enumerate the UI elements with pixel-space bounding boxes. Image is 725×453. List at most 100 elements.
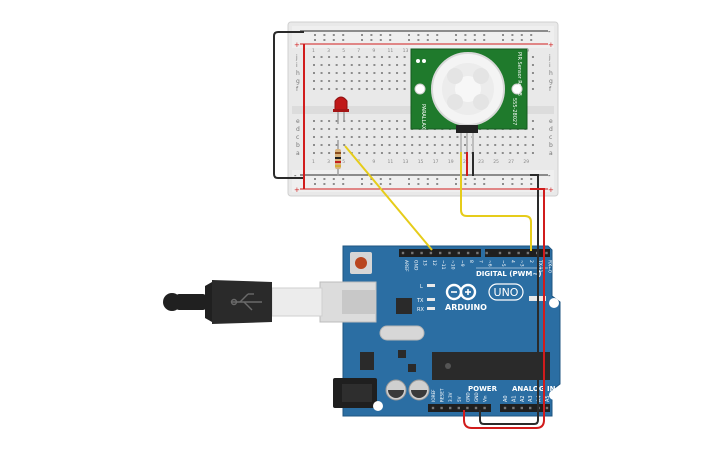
mounting-hole-icon: [549, 298, 559, 308]
row-letter: f: [549, 86, 552, 93]
arduino-logo-icon: [445, 283, 477, 301]
wire-5v-to-rail[interactable]: [463, 188, 545, 429]
analog-pin-label: A1: [511, 395, 517, 402]
top-pin-label: GND: [412, 260, 418, 271]
rail-minus-label-right-bottom: -: [548, 172, 551, 180]
wire-pir-signal-to-pin2[interactable]: [460, 152, 532, 251]
column-number: 11: [388, 48, 394, 54]
analog-pin-label: A0: [503, 395, 509, 402]
usb-cable[interactable]: [163, 280, 323, 324]
top-pin-label: ~5: [500, 260, 506, 267]
column-number: 9: [372, 48, 375, 54]
row-letter: e: [549, 118, 553, 125]
rail-minus-label-bottom: -: [294, 172, 297, 180]
pir-part-number: 555-28027: [511, 98, 517, 125]
rail-plus-label-right: +: [548, 41, 554, 49]
top-pin-label: ~11: [440, 260, 446, 270]
top-pin-label: 8: [468, 260, 474, 263]
rail-minus-label-right: -: [548, 28, 551, 36]
usb-symbol-icon: [230, 293, 262, 311]
reset-button-cap[interactable]: [355, 257, 367, 269]
top-pin-label: 12: [431, 260, 437, 266]
column-number: 5: [342, 159, 345, 165]
rail-plus-label-right-bottom: +: [548, 186, 554, 194]
column-number: 13: [403, 159, 409, 165]
power-pin-label: Vin: [483, 395, 488, 402]
power-pin-label: RESET: [440, 388, 445, 402]
pir-brand-label: PARALLAX: [420, 104, 426, 130]
row-letter: g: [549, 78, 553, 85]
analog-label: ANALOG IN: [512, 385, 556, 393]
column-number: 19: [448, 159, 454, 165]
rail-plus-label: +: [294, 41, 300, 49]
row-letter: c: [296, 134, 299, 141]
analog-pin-label: A3: [528, 395, 534, 402]
analog-header[interactable]: [500, 404, 550, 412]
row-letter: a: [296, 150, 300, 157]
column-number: 1: [312, 48, 315, 54]
power-pin-label: 5V: [457, 396, 462, 402]
top-pin-label: ~9: [459, 260, 465, 267]
column-number: 7: [357, 48, 360, 54]
pir-sensor[interactable]: PARALLAX PIR Sensor Rev. B 555-28027: [410, 48, 528, 152]
top-pin-label: 13: [422, 260, 428, 266]
wire-gnd-to-rail[interactable]: [479, 250, 539, 425]
row-letter: i: [296, 62, 298, 69]
tx-led: [427, 298, 435, 301]
top-pin-label: AREF: [403, 260, 409, 272]
analog-pin-label: A4: [537, 395, 543, 402]
crystal-oscillator: [379, 325, 425, 341]
voltage-regulator: [360, 352, 374, 370]
top-pin-label: ~6: [487, 260, 493, 267]
column-number: 3: [327, 48, 330, 54]
row-letter: j: [295, 54, 298, 61]
atmega-chip: [432, 352, 550, 380]
top-pin-label: TX→1: [537, 259, 543, 273]
column-number: 25: [493, 159, 499, 165]
row-letter: a: [549, 150, 553, 157]
l-led: [427, 284, 435, 287]
power-pin-label: 3.3V: [448, 392, 453, 402]
wire-led-to-pin13[interactable]: [344, 145, 433, 251]
power-label: POWER: [468, 385, 498, 393]
usb-chip: [396, 298, 412, 314]
column-number: 15: [418, 159, 424, 165]
row-letter: d: [296, 126, 300, 133]
pir-pin-header: [456, 125, 478, 133]
row-letter: c: [549, 134, 552, 141]
rx-led-label: RX: [417, 307, 424, 313]
row-letter: g: [296, 78, 300, 85]
row-letter: b: [549, 142, 553, 149]
analog-pin-label: A5: [545, 395, 551, 402]
pir-model-label: PIR Sensor Rev. B: [516, 52, 522, 96]
board-model: UNO: [494, 286, 519, 299]
column-number: 3: [327, 159, 330, 165]
board-brand: ARDUINO: [445, 303, 487, 312]
column-number: 13: [403, 48, 409, 54]
column-number: 27: [508, 159, 514, 165]
column-number: 29: [523, 159, 529, 165]
wire-gnd-rail-to-arduino[interactable]: [530, 174, 539, 250]
power-pin-label: GND: [465, 392, 470, 402]
row-letter: h: [549, 70, 553, 77]
mounting-hole-icon: [414, 83, 426, 95]
digital-label: DIGITAL (PWM~): [476, 270, 541, 278]
top-pin-label: 4: [509, 260, 515, 263]
rail-plus-label-bottom: +: [294, 186, 300, 194]
led[interactable]: [333, 96, 349, 124]
top-pin-label: 7: [477, 260, 483, 263]
rail-jumper-wire-ground[interactable]: [273, 31, 304, 179]
resistor[interactable]: [335, 140, 341, 176]
column-number: 23: [478, 159, 484, 165]
tx-led-label: TX: [416, 298, 424, 304]
row-letter: f: [296, 86, 299, 93]
column-number: 1: [312, 159, 315, 165]
row-letter: e: [296, 118, 300, 125]
row-letter: b: [296, 142, 300, 149]
